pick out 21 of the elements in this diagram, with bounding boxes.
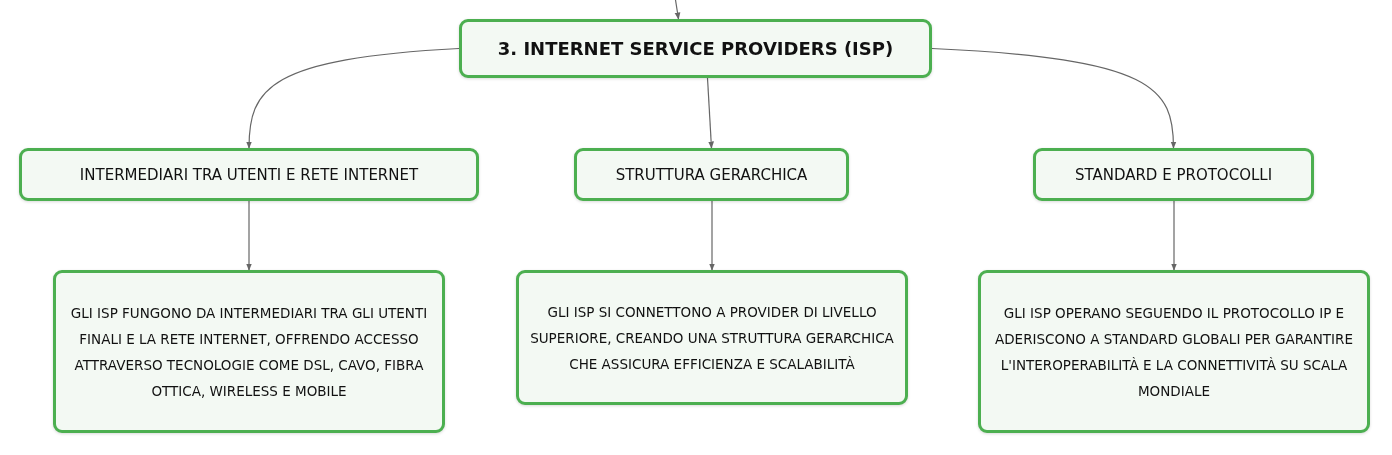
subtopic-label: INTERMEDIARI TRA UTENTI E RETE INTERNET: [79, 165, 419, 184]
topic-box: [459, 19, 932, 78]
connector-arrow: [931, 47, 1177, 149]
subtopic-label: STRUTTURA GERARCHICA: [615, 165, 808, 184]
topic-title: 3. INTERNET SERVICE PROVIDERS (ISP): [497, 38, 894, 59]
connector-arrow: [246, 200, 252, 271]
subtopic-box: [574, 148, 849, 201]
description-box: [978, 270, 1370, 433]
connector-arrow: [706, 77, 714, 149]
connector-arrow: [1171, 200, 1177, 271]
description-text: GLI ISP OPERANO SEGUENDO IL PROTOCOLLO IP E ADERISCONO A STANDARD GLOBALI PER GARANTIRE L'INTEROPERABILITÀ E LA CONNETTIVITÀ SU SCALA MONDIALE: [994, 303, 1354, 401]
subtopic-box: [1033, 148, 1314, 201]
description-box: [516, 270, 908, 405]
connector-arrow: [709, 200, 715, 271]
connector-arrow: [246, 47, 460, 149]
subtopic-label: STANDARD E PROTOCOLLI: [1074, 165, 1273, 184]
subtopic-box: [19, 148, 479, 201]
description-box: [53, 270, 445, 433]
connector-arrow: [674, 0, 681, 20]
description-text: GLI ISP FUNGONO DA INTERMEDIARI TRA GLI UTENTI FINALI E LA RETE INTERNET, OFFRENDO ACCESSO ATTRAVERSO TECNOLOGIE COME DSL, CAVO, FIBRA OTTICA, WIRELESS E MOBILE: [69, 303, 429, 401]
description-text: GLI ISP SI CONNETTONO A PROVIDER DI LIVELLO SUPERIORE, CREANDO UNA STRUTTURA GERARCHICA CHE ASSICURA EFFICIENZA E SCALABILITÀ: [529, 302, 895, 374]
